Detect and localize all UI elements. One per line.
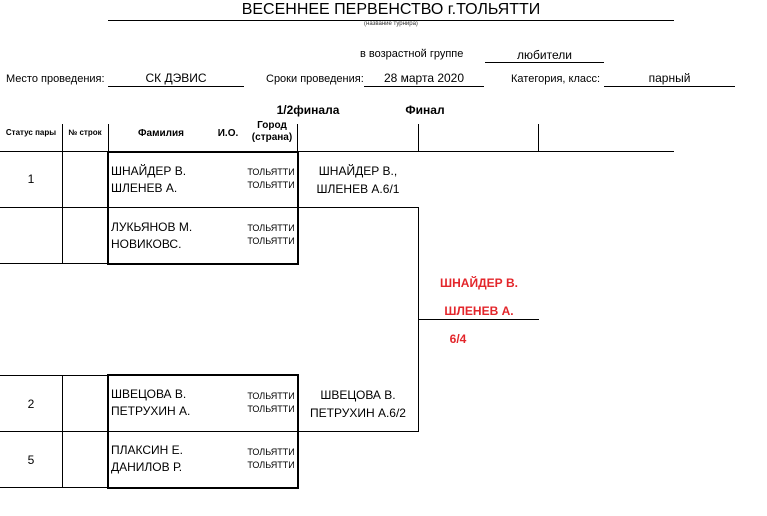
dates-underline	[364, 86, 484, 87]
column-line	[62, 152, 63, 263]
final-winner: ШЛЕНЕВ А.	[444, 304, 514, 318]
venue-underline	[108, 86, 244, 87]
title-caption: (название турнира)	[364, 21, 418, 27]
player-city: ТОЛЬЯТТИ	[247, 447, 295, 457]
header-divider	[62, 124, 63, 152]
age-group-value: любители	[517, 48, 572, 62]
header-divider	[297, 124, 298, 152]
dates-label: Сроки проведения:	[266, 73, 364, 85]
age-group-label: в возрастной группе	[360, 48, 464, 60]
player-city: ТОЛЬЯТТИ	[247, 404, 295, 414]
col-status-header: Статус пары	[5, 128, 57, 137]
header-divider	[418, 124, 419, 152]
pair-status: 5	[27, 453, 35, 467]
player-city: ТОЛЬЯТТИ	[247, 167, 295, 177]
player-name: ШВЕЦОВА В.	[111, 387, 187, 401]
bracket-line	[298, 431, 419, 432]
semifinal-header: 1/2финала	[276, 103, 340, 117]
player-city: ТОЛЬЯТТИ	[247, 236, 295, 246]
category-value: парный	[648, 71, 691, 85]
player-name: ПЛАКСИН Е.	[111, 443, 183, 457]
col-city-header: Город (страна)	[251, 120, 293, 143]
player-city: ТОЛЬЯТТИ	[247, 460, 295, 470]
header-divider	[108, 124, 109, 152]
dates-value: 28 марта 2020	[383, 71, 465, 85]
bracket-line	[298, 207, 419, 208]
pair-status: 1	[27, 172, 35, 186]
player-name: ПЕТРУХИН А.	[111, 404, 191, 418]
header-divider	[538, 124, 539, 152]
player-city: ТОЛЬЯТТИ	[247, 180, 295, 190]
category-underline	[604, 86, 735, 87]
row-divider	[0, 431, 298, 432]
semifinal-winner: ШВЕЦОВА В.	[320, 388, 396, 402]
player-city: ТОЛЬЯТТИ	[247, 223, 295, 233]
tournament-title: ВЕСЕННЕЕ ПЕРВЕНСТВО г.ТОЛЬЯТТИ	[241, 1, 541, 18]
player-city: ТОЛЬЯТТИ	[247, 391, 295, 401]
col-surname-header: Фамилия	[138, 128, 184, 139]
venue-label: Место проведения:	[6, 73, 105, 85]
semifinal-winner-score: ПЕТРУХИН А.6/2	[310, 406, 406, 420]
final-winner: ШНАЙДЕР В.	[440, 276, 518, 290]
player-name: ШЛЕНЕВ А.	[111, 181, 178, 195]
semifinal-winner: ШНАЙДЕР В.,	[318, 164, 398, 178]
col-initials-header: И.О.	[217, 128, 239, 139]
final-line	[418, 319, 539, 320]
player-name: НОВИКОВС.	[111, 237, 182, 251]
pairs-box-top	[107, 151, 299, 265]
player-name: ЛУКЬЯНОВ М.	[111, 220, 193, 234]
column-line	[62, 375, 63, 487]
title-underline	[108, 20, 674, 21]
col-rowno-header: № строк	[68, 128, 102, 137]
semifinal-winner-score: ШЛЕНЕВ А.6/1	[316, 182, 400, 196]
player-name: ДАНИЛОВ Р.	[111, 460, 183, 474]
header-bottom-line	[0, 151, 674, 152]
category-label: Категория, класс:	[511, 73, 601, 85]
player-name: ШНАЙДЕР В.	[111, 164, 187, 178]
row-divider	[0, 207, 298, 208]
pair-status: 2	[27, 397, 35, 411]
age-group-underline	[485, 62, 604, 63]
final-score: 6/4	[449, 332, 467, 346]
venue-value: СК ДЭВИС	[145, 71, 207, 85]
final-header: Финал	[405, 103, 445, 117]
